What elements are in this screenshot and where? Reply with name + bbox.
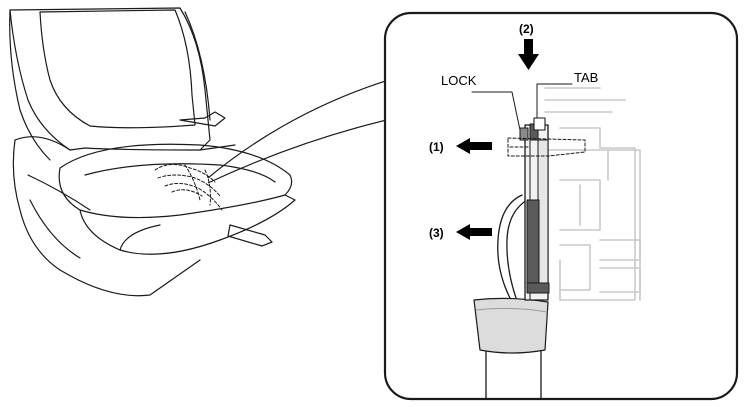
tab-label: TAB [574,70,598,85]
seat-backrest-panel [39,9,196,129]
seat-cushion [58,143,293,219]
arrow-left-icon [456,224,492,240]
detail-leader-lines [207,77,396,184]
step-3-label: (3) [429,226,444,240]
step-1-label: (1) [429,140,444,154]
arrow-left-icon [456,138,492,154]
lock-region-dashed [507,137,586,157]
seat-backrest [9,7,211,151]
release-lever [526,199,540,291]
lock-label: LOCK [441,73,477,88]
detail-callout-frame [383,11,739,401]
seat-side-frame [12,139,201,297]
arrow-down-icon [518,39,539,70]
seat-illustration [9,7,296,297]
connector-detail [471,83,641,400]
ghost-bracket [544,87,641,301]
step-2-label: (2) [519,22,534,36]
connector-boot [473,297,549,354]
hidden-harness [154,164,223,211]
connector-tab [533,117,546,131]
